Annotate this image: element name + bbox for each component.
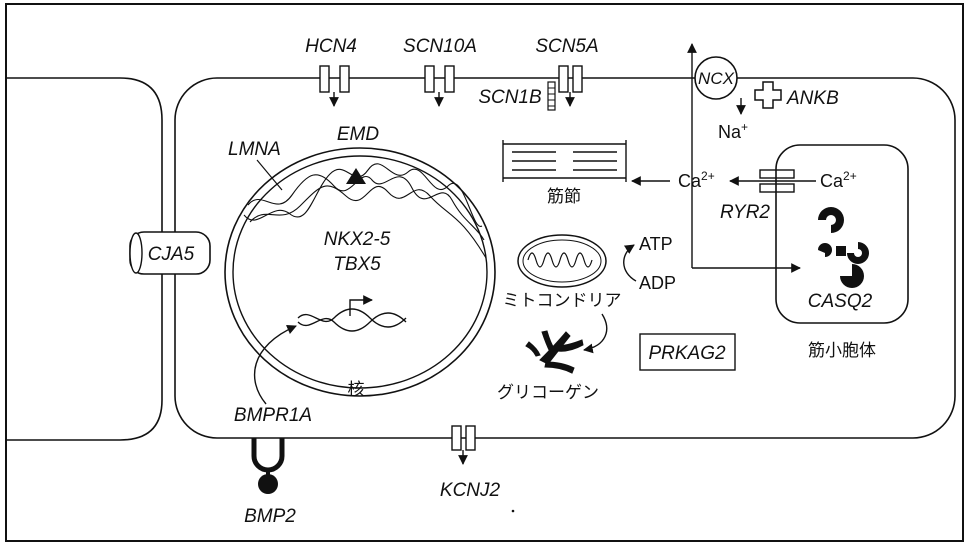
adp-label: ADP	[639, 273, 676, 293]
channel-scn10a-icon	[425, 66, 454, 106]
bmp2-ligand-icon	[258, 474, 278, 494]
lmna-label: LMNA	[228, 139, 281, 160]
bmpr1a-receptor-icon	[254, 438, 282, 470]
cja5-label: CJA5	[148, 244, 195, 265]
bmp2-label: BMP2	[244, 506, 296, 527]
nucleus-label: 核	[348, 380, 365, 400]
kcnj2-label: KCNJ2	[440, 480, 501, 501]
na-ion-label: Na+	[718, 120, 748, 142]
speck	[512, 510, 515, 513]
mitochondrion-cristae	[528, 253, 592, 267]
lmna-pointer	[257, 160, 282, 190]
casq2-protein-icons	[818, 207, 869, 288]
emd-label: EMD	[337, 124, 380, 145]
bmpr1a-label: BMPR1A	[234, 405, 312, 426]
casq2-label: CASQ2	[808, 291, 873, 312]
scn10a-label: SCN10A	[403, 36, 477, 57]
bmp-signal-arrow	[255, 326, 296, 404]
channel-kcnj2-icon	[452, 426, 475, 464]
channel-hcn4-icon	[320, 66, 349, 106]
scn5a-label: SCN5A	[535, 36, 598, 57]
channel-scn5a-icon	[559, 66, 582, 106]
ankb-cross-icon	[755, 82, 781, 108]
adp-to-atp-arrow	[624, 245, 636, 281]
tbx5-label: TBX5	[333, 254, 381, 275]
mitochondrion-inner	[523, 240, 601, 282]
nkx25-label: NKX2-5	[324, 229, 391, 250]
ryr2-label: RYR2	[720, 202, 770, 223]
emerin-triangle-icon	[346, 168, 366, 184]
ncx-label: NCX	[698, 69, 735, 88]
sarcomere-icon	[503, 140, 626, 182]
mito-to-glycogen-arrow	[584, 314, 607, 350]
scn1b-subunit-icon	[548, 82, 555, 110]
transcription-start-arrow	[350, 300, 372, 316]
hcn4-label: HCN4	[305, 36, 357, 57]
mitochondria-label: ミトコンドリア	[503, 291, 622, 311]
prkag2-label: PRKAG2	[648, 343, 726, 364]
atp-label: ATP	[639, 234, 673, 254]
ankb-label: ANKB	[786, 88, 839, 109]
sr-label: 筋小胞体	[808, 341, 876, 361]
mitochondrion-outer	[518, 235, 606, 287]
cytosolic-ca-label: Ca2+	[678, 169, 715, 191]
scn1b-label: SCN1B	[478, 87, 542, 108]
glycogen-label: グリコーゲン	[497, 383, 599, 403]
sarcomere-label: 筋節	[547, 187, 581, 207]
sr-ca-label: Ca2+	[820, 169, 857, 191]
glycogen-icon	[526, 331, 583, 373]
dna-helix-icon	[298, 309, 406, 331]
